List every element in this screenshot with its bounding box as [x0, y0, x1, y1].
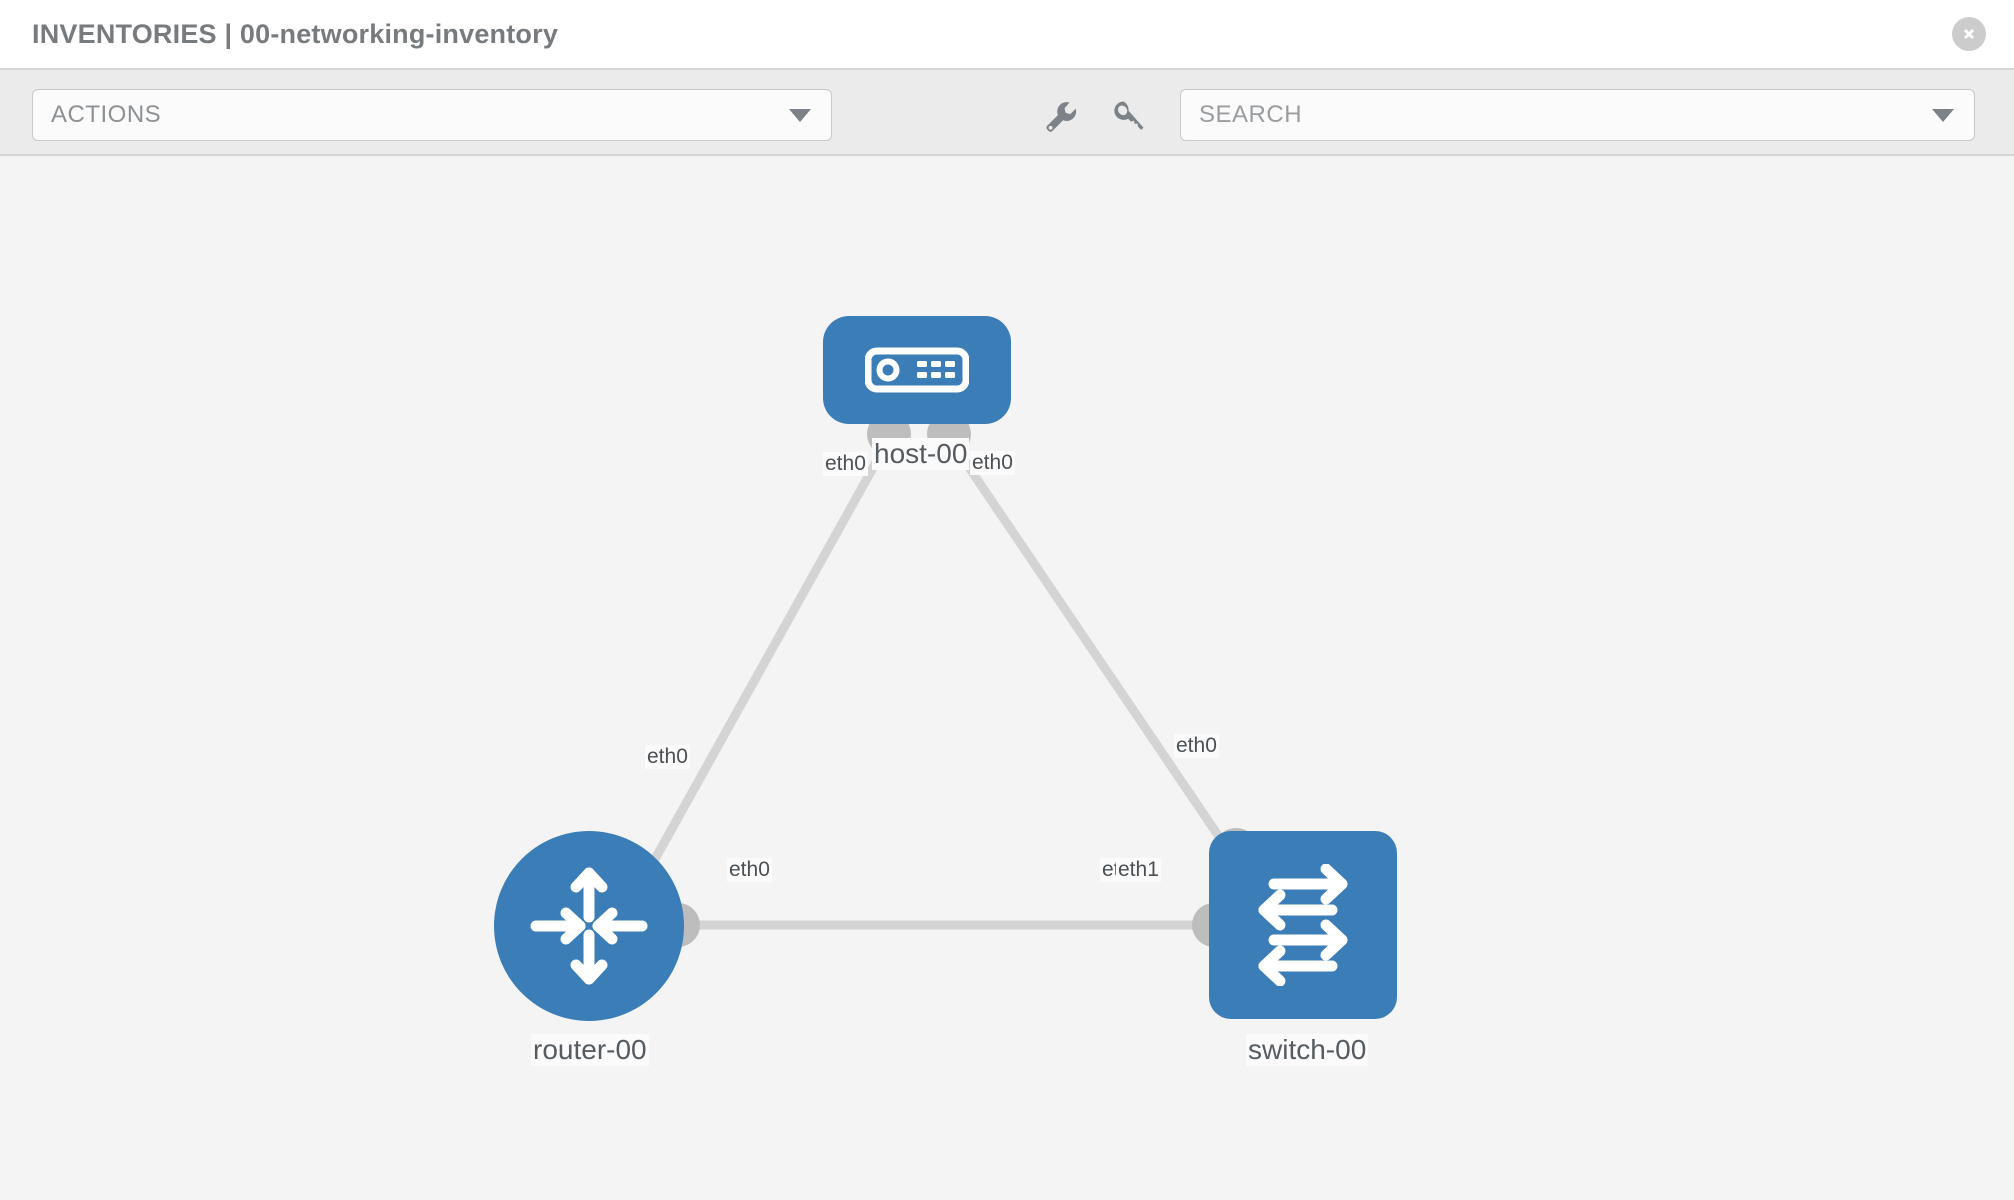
interface-label-switch-eth1: eth1 [1116, 858, 1161, 882]
link-host-router [646, 429, 897, 871]
interface-label-router-eth0-up: eth0 [645, 745, 690, 769]
interface-label-switch-eth0-up: eth0 [1174, 734, 1219, 758]
node-label-host-00: host-00 [872, 438, 970, 470]
interface-label-router-eth0: eth0 [727, 858, 772, 882]
router-arrows-icon [530, 867, 648, 985]
topology-node-host-00[interactable] [823, 316, 1011, 424]
interface-label-host-eth0-left: eth0 [823, 452, 868, 476]
wrench-icon[interactable] [1042, 98, 1078, 134]
node-label-switch-00: switch-00 [1246, 1034, 1369, 1066]
toolbar: ACTIONS SEARCH [0, 68, 2014, 156]
page-header: INVENTORIES | 00-networking-inventory [0, 0, 2014, 68]
interface-label-host-eth0-right: eth0 [970, 451, 1015, 475]
search-input[interactable]: SEARCH [1180, 89, 1975, 141]
actions-dropdown[interactable]: ACTIONS [32, 89, 832, 141]
topology-node-switch-00[interactable] [1209, 831, 1397, 1019]
link-host-switch [941, 429, 1236, 859]
server-icon [865, 347, 969, 393]
page-title: INVENTORIES | 00-networking-inventory [32, 18, 559, 49]
topology-links [646, 412, 1258, 947]
topology-canvas[interactable]: host-00 router-00 switch-00 eth0 eth0 et… [0, 156, 2014, 1200]
topology-node-router-00[interactable] [494, 831, 684, 1021]
close-icon[interactable] [1952, 17, 1986, 51]
chevron-down-icon [789, 108, 811, 122]
node-label-router-00: router-00 [531, 1034, 649, 1066]
chevron-down-icon [1932, 108, 1954, 122]
search-placeholder: SEARCH [1199, 101, 1303, 128]
key-icon[interactable] [1110, 98, 1146, 134]
switch-arrows-icon [1258, 864, 1348, 986]
actions-dropdown-label: ACTIONS [51, 101, 162, 128]
